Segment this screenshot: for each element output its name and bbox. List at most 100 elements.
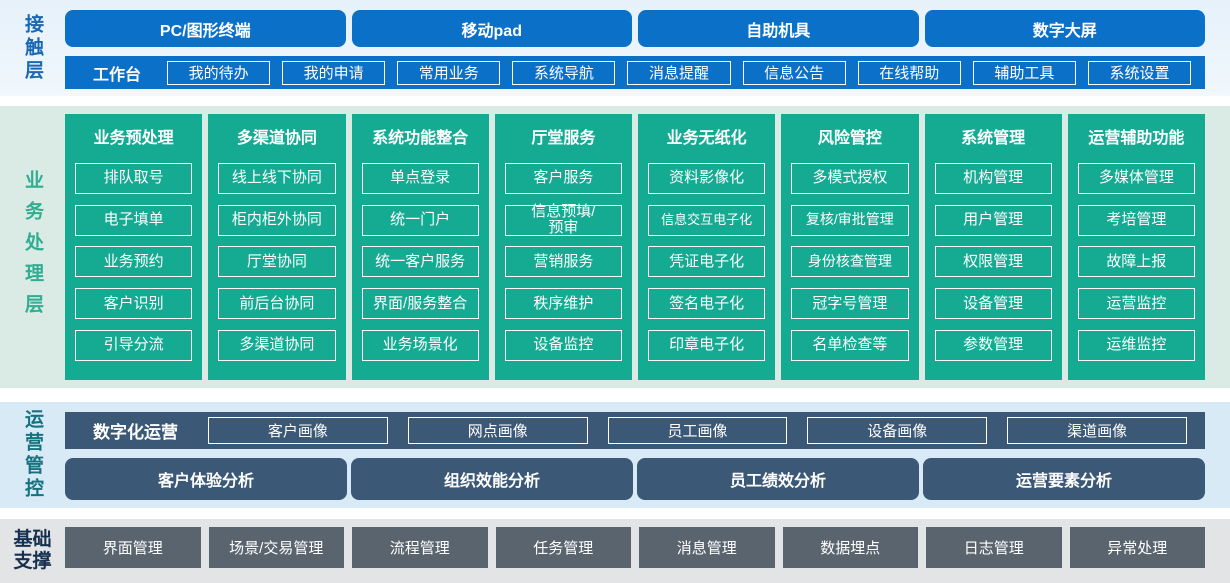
portrait-item: 员工画像 [607,417,788,444]
module-item: 多媒体管理 [1077,162,1195,194]
foundation-item: 日志管理 [926,527,1062,568]
module-item: 秩序维护 [504,288,622,320]
module-column: 系统管理 机构管理 用户管理 权限管理 设备管理 参数管理 [924,114,1062,380]
module-item: 电子填单 [75,204,193,236]
portrait-item: 设备画像 [807,417,988,444]
foundation-layer-label: 基础支撑 [13,529,52,572]
module-item: 柜内柜外协同 [218,204,336,236]
module-item: 冠字号管理 [791,288,909,320]
terminal-box: 移动pad [351,10,632,47]
workbench-item: 我的申请 [282,60,386,85]
workbench-item: 辅助工具 [972,60,1076,85]
module-item: 排队取号 [75,162,193,194]
module-item: 统一门户 [361,204,479,236]
module-item: 业务预约 [75,246,193,278]
module-column: 业务无纸化 资料影像化 信息交互电子化 凭证电子化 签名电子化 印章电子化 [638,114,776,380]
terminal-row: PC/图形终端 移动pad 自助机具 数字大屏 [65,10,1205,47]
module-item: 多渠道协同 [218,330,336,362]
module-column-title: 运营辅助功能 [1088,130,1185,147]
module-column-title: 业务预处理 [93,130,174,147]
digital-operation-bar: 数字化运营 客户画像 网点画像 员工画像 设备画像 渠道画像 [65,412,1205,449]
module-item: 设备监控 [504,330,622,362]
module-column: 风险管控 多模式授权 复核/审批管理 身份核查管理 冠字号管理 名单检查等 [781,114,919,380]
module-item: 考培管理 [1077,204,1195,236]
foundation-item: 流程管理 [352,527,488,568]
workbench-item: 我的待办 [167,60,271,85]
module-item: 线上线下协同 [218,162,336,194]
business-layer-label: 业务处理层 [22,169,43,325]
analysis-box: 组织效能分析 [351,458,633,500]
portrait-item: 客户画像 [208,417,388,444]
workbench-item: 在线帮助 [857,60,961,85]
module-item: 参数管理 [934,330,1052,362]
analysis-box: 运营要素分析 [923,458,1205,500]
module-item: 业务场景化 [361,330,479,362]
module-item: 客户识别 [75,288,193,320]
module-column: 业务预处理 排队取号 电子填单 业务预约 客户识别 引导分流 [65,114,203,380]
module-column: 运营辅助功能 多媒体管理 考培管理 故障上报 运营监控 运维监控 [1067,114,1205,380]
module-item: 运维监控 [1077,330,1195,362]
module-column-title: 系统管理 [961,130,1026,147]
module-item: 引导分流 [75,330,193,362]
portrait-item: 网点画像 [407,417,588,444]
module-item: 机构管理 [934,162,1052,194]
module-column: 多渠道协同 线上线下协同 柜内柜外协同 厅堂协同 前后台协同 多渠道协同 [208,114,346,380]
foundation-item: 异常处理 [1069,527,1205,568]
module-column-title: 风险管控 [817,130,882,147]
foundation-item: 任务管理 [495,527,631,568]
operations-layer-label: 运营管控 [22,409,43,501]
foundation-row: 界面管理 场景/交易管理 流程管理 任务管理 消息管理 数据埋点 日志管理 异常… [65,527,1205,568]
analysis-row: 客户体验分析 组织效能分析 员工绩效分析 运营要素分析 [65,458,1205,500]
module-item: 凭证电子化 [648,246,766,278]
module-item: 名单检查等 [791,330,909,362]
module-item: 设备管理 [934,288,1052,320]
module-item: 前后台协同 [218,288,336,320]
module-item: 多模式授权 [791,162,909,194]
module-item: 运营监控 [1077,288,1195,320]
module-item: 复核/审批管理 [791,204,909,236]
workbench-item: 常用业务 [397,60,501,85]
workbench-label: 工作台 [93,66,142,84]
module-item: 签名电子化 [648,288,766,320]
contact-layer-band: 接触层 PC/图形终端 移动pad 自助机具 数字大屏 工作台 我的待办 我的申… [0,0,1230,96]
module-item: 厅堂协同 [218,246,336,278]
module-column-title: 多渠道协同 [236,130,317,147]
workbench-item: 消息提醒 [627,60,731,85]
business-layer-band: 业务处理层 业务预处理 排队取号 电子填单 业务预约 客户识别 引导分流 多渠道… [0,106,1230,388]
analysis-box: 客户体验分析 [65,458,347,500]
workbench-bar: 工作台 我的待办 我的申请 常用业务 系统导航 消息提醒 信息公告 在线帮助 辅… [65,56,1205,89]
module-item: 信息交互电子化 [648,204,766,236]
module-column: 厅堂服务 客户服务 信息预填/ 预审 营销服务 秩序维护 设备监控 [494,114,632,380]
foundation-item: 数据埋点 [782,527,918,568]
module-item: 客户服务 [504,162,622,194]
workbench-item: 系统设置 [1087,60,1191,85]
module-column-title: 业务无纸化 [666,130,747,147]
module-item: 单点登录 [361,162,479,194]
module-item: 营销服务 [504,246,622,278]
module-item: 身份核查管理 [791,246,909,278]
module-column-title: 厅堂服务 [531,130,596,147]
workbench-item: 信息公告 [742,60,846,85]
analysis-box: 员工绩效分析 [637,458,919,500]
module-item: 印章电子化 [648,330,766,362]
module-column-title: 系统功能整合 [372,130,469,147]
workbench-item: 系统导航 [512,60,616,85]
module-item: 故障上报 [1077,246,1195,278]
terminal-box: 数字大屏 [924,10,1205,47]
module-item: 权限管理 [934,246,1052,278]
module-item: 用户管理 [934,204,1052,236]
module-item: 信息预填/ 预审 [504,203,622,236]
contact-layer-label: 接触层 [22,13,43,83]
foundation-item: 消息管理 [639,527,775,568]
foundation-item: 场景/交易管理 [208,527,344,568]
portrait-item: 渠道画像 [1007,417,1187,444]
foundation-item: 界面管理 [65,527,201,568]
module-item: 资料影像化 [648,162,766,194]
digital-operation-label: 数字化运营 [93,423,178,442]
terminal-box: PC/图形终端 [65,10,346,47]
module-columns: 业务预处理 排队取号 电子填单 业务预约 客户识别 引导分流 多渠道协同 线上线… [65,114,1205,380]
foundation-layer-band: 基础支撑 界面管理 场景/交易管理 流程管理 任务管理 消息管理 数据埋点 日志… [0,519,1230,583]
operations-layer-band: 运营管控 数字化运营 客户画像 网点画像 员工画像 设备画像 渠道画像 客户体验… [0,402,1230,508]
terminal-box: 自助机具 [638,10,919,47]
